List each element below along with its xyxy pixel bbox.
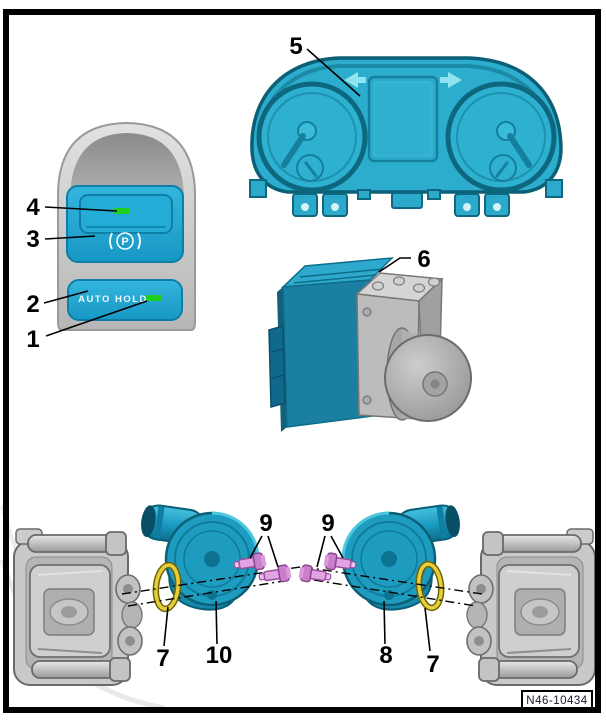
reference-label: N46-10434 bbox=[521, 690, 593, 709]
assembly-axis-lines bbox=[121, 566, 483, 607]
callout-1: 1 bbox=[26, 326, 39, 353]
callout-7-right: 7 bbox=[426, 651, 439, 678]
auto-hold-led bbox=[146, 295, 162, 301]
callout-6: 6 bbox=[417, 246, 430, 273]
parking-brake-switch: P bbox=[66, 185, 184, 263]
auto-hold-label: AUTO HOLD bbox=[78, 294, 148, 305]
cluster-display bbox=[367, 75, 439, 163]
callout-4: 4 bbox=[26, 194, 40, 221]
callout-3: 3 bbox=[26, 226, 39, 253]
callout-7-left: 7 bbox=[156, 645, 169, 672]
callout-5: 5 bbox=[289, 33, 302, 60]
abs-hydraulic-unit bbox=[268, 257, 472, 432]
abs-control-module bbox=[268, 257, 394, 432]
rear-brake-caliper-left bbox=[13, 528, 143, 686]
left-dial bbox=[256, 81, 368, 193]
callout-9-right: 9 bbox=[321, 510, 334, 537]
callout-8: 8 bbox=[379, 642, 392, 669]
callout-2: 2 bbox=[26, 291, 39, 318]
abs-hydraulic-block bbox=[355, 272, 472, 422]
instrument-cluster bbox=[249, 56, 563, 217]
left-turn-arrow-icon bbox=[344, 72, 366, 88]
callout-leader-lines bbox=[43, 48, 431, 652]
callout-10: 10 bbox=[206, 642, 233, 669]
reference-label-text: N46-10434 bbox=[526, 695, 588, 707]
parking-brake-symbol-letter: P bbox=[121, 236, 128, 248]
parking-brake-symbol-icon: P bbox=[109, 232, 141, 250]
cluster-mounting-tabs bbox=[249, 179, 563, 217]
callout-9-left: 9 bbox=[259, 510, 272, 537]
rear-brake-caliper-right bbox=[466, 528, 596, 686]
figure-frame bbox=[3, 9, 601, 713]
auto-hold-button: AUTO HOLD bbox=[67, 279, 183, 321]
right-turn-arrow-icon bbox=[440, 72, 462, 88]
right-dial bbox=[445, 81, 557, 193]
parking-brake-switch-led bbox=[114, 208, 130, 214]
